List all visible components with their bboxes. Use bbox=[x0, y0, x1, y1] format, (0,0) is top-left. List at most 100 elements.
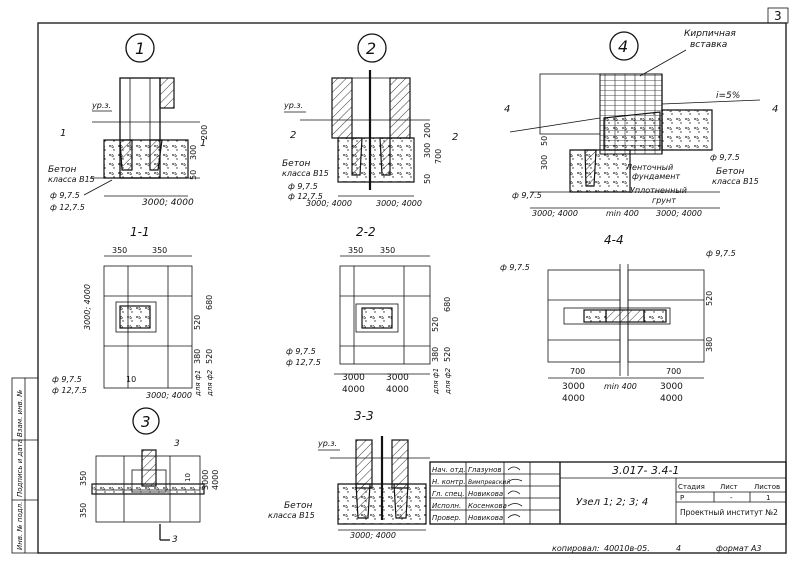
node-3-dim-350-b: 350 bbox=[79, 503, 88, 518]
node-4-rebar-left: ф 9,7.5 bbox=[512, 191, 542, 200]
stamp-inv-dup: Взам. инв. № bbox=[16, 389, 24, 437]
section-3-3-ground-label: ур.з. bbox=[317, 439, 337, 448]
node-3-dim-4000: 4000 bbox=[211, 470, 220, 490]
node-4-dim-right: 3000; 4000 bbox=[656, 209, 702, 218]
section-1-1-dim-bottom: 3000; 4000 bbox=[146, 391, 192, 400]
section-4-4-dim-700-a: 700 bbox=[570, 367, 585, 376]
section-2-2-dim-4000-a: 4000 bbox=[342, 385, 365, 395]
node-2-concrete-1: Бетон bbox=[282, 159, 310, 169]
section-4-4-dim-4000-b: 4000 bbox=[660, 394, 683, 404]
footer-copied-label: копировал: bbox=[552, 544, 600, 553]
section-2-2-dim-680: 680 bbox=[443, 297, 452, 312]
node-1-marker bbox=[125, 33, 155, 63]
section-2-2-dim-520: 520 bbox=[431, 317, 440, 332]
tb-name-4: Новикова bbox=[468, 514, 503, 522]
tb-stage-h: Стадия bbox=[678, 483, 705, 491]
node-3-cut-top: 3 bbox=[174, 439, 180, 449]
node-2-ground-label: ур.з. bbox=[283, 101, 303, 110]
section-1-1-dim-520: 520 bbox=[193, 315, 202, 330]
node-4-brick-2: вставка bbox=[690, 40, 727, 50]
node-1-rebar-a: ф 9,7.5 bbox=[50, 191, 80, 200]
node-1-cut-a: 1 bbox=[60, 128, 66, 139]
node-2-dim-200: 200 bbox=[423, 123, 432, 138]
section-2-2-dim-4000-b: 4000 bbox=[386, 385, 409, 395]
section-4-4-title: 4-4 bbox=[604, 233, 624, 247]
title-block: Нач. отд. Н. контр. Гл. спец. Исполн. Пр… bbox=[429, 461, 787, 525]
node-4-strip-2: фундамент bbox=[632, 172, 680, 181]
footer-format: формат А3 bbox=[716, 544, 762, 553]
tb-role-1: Н. контр. bbox=[432, 478, 466, 486]
node-4-marker bbox=[609, 31, 639, 61]
tb-sheet-v: - bbox=[730, 494, 733, 502]
node-3-dim-350-a: 350 bbox=[79, 471, 88, 486]
section-1-1-title: 1-1 bbox=[130, 225, 150, 239]
node-4-strip-1: Ленточный bbox=[625, 163, 673, 172]
node-1-concrete-2: класса В15 bbox=[48, 175, 95, 184]
node-1-dim-50: 50 bbox=[189, 170, 198, 180]
node-2-dim-50: 50 bbox=[423, 174, 432, 184]
section-1-1-rebar-b: ф 12,7.5 bbox=[52, 386, 87, 395]
node-1-dim-200: 200 bbox=[200, 125, 209, 140]
section-3-3: 3-3 ур.з. Бетон класса В15 3000; 4000 bbox=[268, 409, 430, 540]
node-2-dim-right: 3000; 4000 bbox=[376, 199, 422, 208]
section-1-1-dim-680: 680 bbox=[205, 295, 214, 310]
node-1-ground-label: ур.з. bbox=[91, 101, 111, 110]
node-4-dim-300: 300 bbox=[540, 155, 549, 170]
node-2-cut-a: 2 bbox=[290, 130, 296, 141]
section-2-2-plan: 2-2 350 350 520 680 380 520 для ф1 для ф… bbox=[286, 225, 452, 395]
footer-copied-value: 40010в-05. bbox=[604, 544, 650, 553]
node-3-number: 3 bbox=[141, 413, 151, 431]
page-number-box bbox=[767, 7, 789, 24]
node-1-dim-300: 300 bbox=[189, 145, 198, 160]
side-stamp: Инв. № подл. Подпись и дата Взам. инв. № bbox=[11, 377, 39, 554]
section-1-1-rebar-a: ф 9,7.5 bbox=[52, 375, 82, 384]
section-4-4-rebar-right: ф 9,7.5 bbox=[706, 249, 736, 258]
tb-signatures bbox=[507, 466, 523, 519]
node-4-concrete-2: класса В15 bbox=[712, 177, 759, 186]
sheet-frame bbox=[37, 22, 787, 554]
node-2-dim-700: 700 bbox=[434, 149, 443, 164]
node-3-dim-10: 10 bbox=[184, 473, 192, 482]
node-2-concrete-2: класса В15 bbox=[282, 169, 329, 178]
node-3-dim-3000: 3000 bbox=[201, 470, 210, 490]
tb-role-3: Исполн. bbox=[432, 502, 461, 510]
section-4-4-dim-380: 380 bbox=[705, 337, 714, 352]
node-3-detail: 3 3 350 350 3000 4000 10 3 bbox=[79, 407, 220, 545]
node-4-brick-1: Кирпичная bbox=[684, 29, 736, 39]
tb-name-1: Вимпревский bbox=[468, 479, 510, 486]
footer-copied-extra: 4 bbox=[676, 544, 681, 553]
node-2-marker bbox=[357, 33, 387, 63]
section-2-2-dim-520-b: 520 bbox=[443, 347, 452, 362]
section-2-2-dim-3000-b: 3000 bbox=[386, 373, 409, 383]
node-2-rebar-a: ф 9,7.5 bbox=[288, 182, 318, 191]
section-4-4-dim-3000-a: 3000 bbox=[562, 382, 585, 392]
tb-role-4: Провер. bbox=[432, 514, 461, 522]
node-4-soil-1: Уплотненный bbox=[630, 186, 687, 195]
tb-name-2: Новикова bbox=[468, 490, 503, 498]
section-2-2-for-n1: для ф1 bbox=[432, 368, 440, 395]
section-4-4-plan: 4-4 ф 9,7.5 ф 9,7.5 520 380 700 700 3000… bbox=[500, 233, 736, 404]
node-4-rebar: ф 9,7.5 bbox=[710, 153, 740, 162]
tb-org: Проектный институт №2 bbox=[680, 508, 778, 517]
section-2-2-dim-350-a: 350 bbox=[348, 246, 363, 255]
tb-sheets-v: 1 bbox=[766, 494, 770, 502]
node-3-marker bbox=[132, 407, 160, 435]
tb-sheet-h: Лист bbox=[720, 483, 738, 491]
tb-stage-v: Р bbox=[680, 494, 684, 502]
stamp-sign-date: Подпись и дата bbox=[16, 439, 24, 497]
section-3-3-title: 3-3 bbox=[354, 409, 374, 423]
section-3-3-concrete-1: Бетон bbox=[284, 501, 312, 511]
node-2-rebar-b: ф 12,7.5 bbox=[288, 192, 323, 201]
tb-role-2: Гл. спец. bbox=[432, 490, 465, 498]
node-1-rebar-b: ф 12,7.5 bbox=[50, 203, 85, 212]
node-4-cut-b: 4 bbox=[772, 104, 778, 115]
node-4-dim-left: 3000; 4000 bbox=[532, 209, 578, 218]
section-2-2-rebar-b: ф 12,7.5 bbox=[286, 358, 321, 367]
node-4-detail: 4 Кирпичная вставка i=5% ф 9,7.5 Ленточн… bbox=[504, 29, 778, 218]
node-2-dim-300: 300 bbox=[423, 143, 432, 158]
node-4-dim-min: min 400 bbox=[606, 209, 639, 218]
section-4-4-dim-520: 520 bbox=[705, 291, 714, 306]
section-1-1-dim-10: 10 bbox=[126, 375, 136, 384]
node-2-cut-b: 2 bbox=[452, 132, 458, 143]
tb-name-0: Глазунов bbox=[468, 466, 502, 474]
